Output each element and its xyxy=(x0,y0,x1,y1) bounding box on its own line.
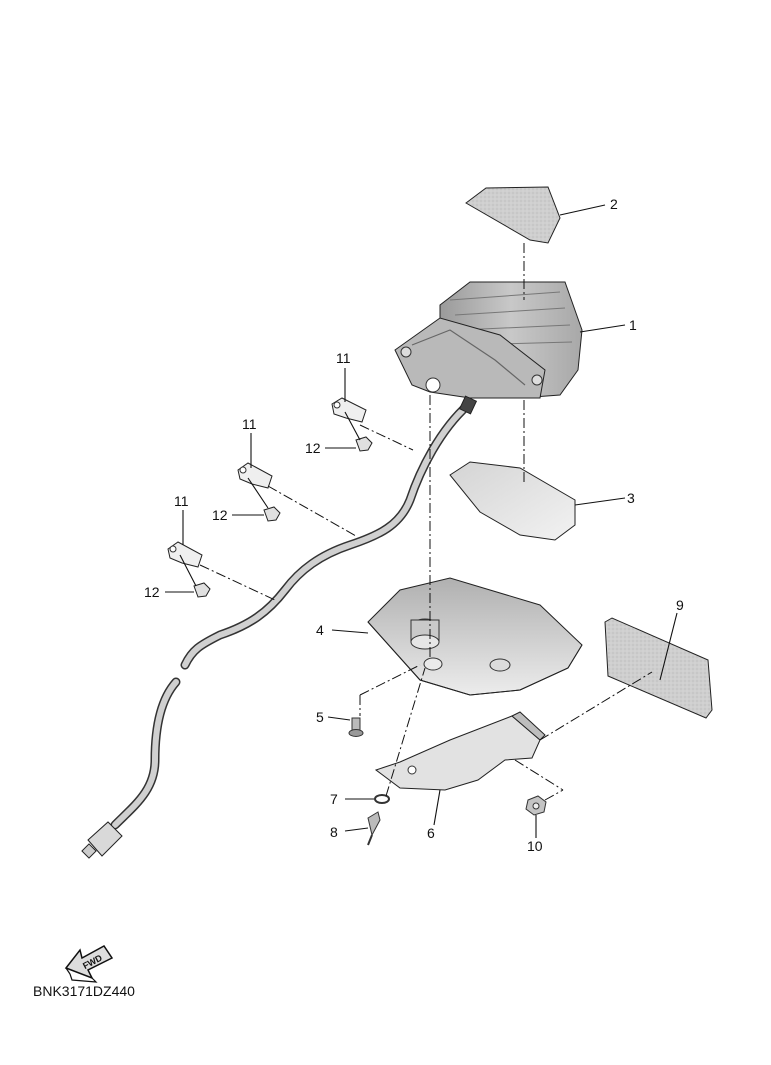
part-1-control-unit xyxy=(394,281,583,399)
callout-11-middle: 11 xyxy=(242,416,257,432)
assembly-lines xyxy=(199,243,653,801)
part-3-lower-pad xyxy=(449,461,576,541)
callout-4: 4 xyxy=(316,622,324,638)
part-6-bracket xyxy=(374,711,546,791)
callout-11-lower: 11 xyxy=(174,493,189,509)
part-5-bolt xyxy=(348,717,364,737)
callout-1: 1 xyxy=(629,317,637,333)
part-8-rivet xyxy=(367,811,381,846)
fwd-arrow-icon: FWD xyxy=(64,945,114,983)
callout-2: 2 xyxy=(610,196,618,212)
callout-12-lower: 12 xyxy=(144,584,160,600)
part-10-nut xyxy=(525,795,547,816)
callout-12-upper: 12 xyxy=(305,440,321,456)
clamp-set-middle xyxy=(237,462,281,522)
callout-3: 3 xyxy=(627,490,635,506)
part-2-top-pad xyxy=(465,186,561,244)
callout-10: 10 xyxy=(527,838,543,854)
part-4-tray xyxy=(367,577,583,696)
callout-8: 8 xyxy=(330,824,338,840)
callout-9: 9 xyxy=(676,597,684,613)
part-7-washer xyxy=(374,794,390,804)
part-9-side-pad xyxy=(604,617,713,719)
clamp-set-lower xyxy=(167,541,211,598)
diagram-code: BNK3171DZ440 xyxy=(33,983,135,999)
clamp-set-upper xyxy=(331,397,373,452)
callout-12-middle: 12 xyxy=(212,507,228,523)
callout-7: 7 xyxy=(330,791,338,807)
callout-6: 6 xyxy=(427,825,435,841)
callout-5: 5 xyxy=(316,709,324,725)
callout-11-upper: 11 xyxy=(336,350,351,366)
callouts: 1 2 3 4 5 6 7 8 9 10 11 11 11 12 12 12 xyxy=(144,196,684,854)
wire-harness xyxy=(81,395,478,859)
leader-lines xyxy=(165,204,678,838)
